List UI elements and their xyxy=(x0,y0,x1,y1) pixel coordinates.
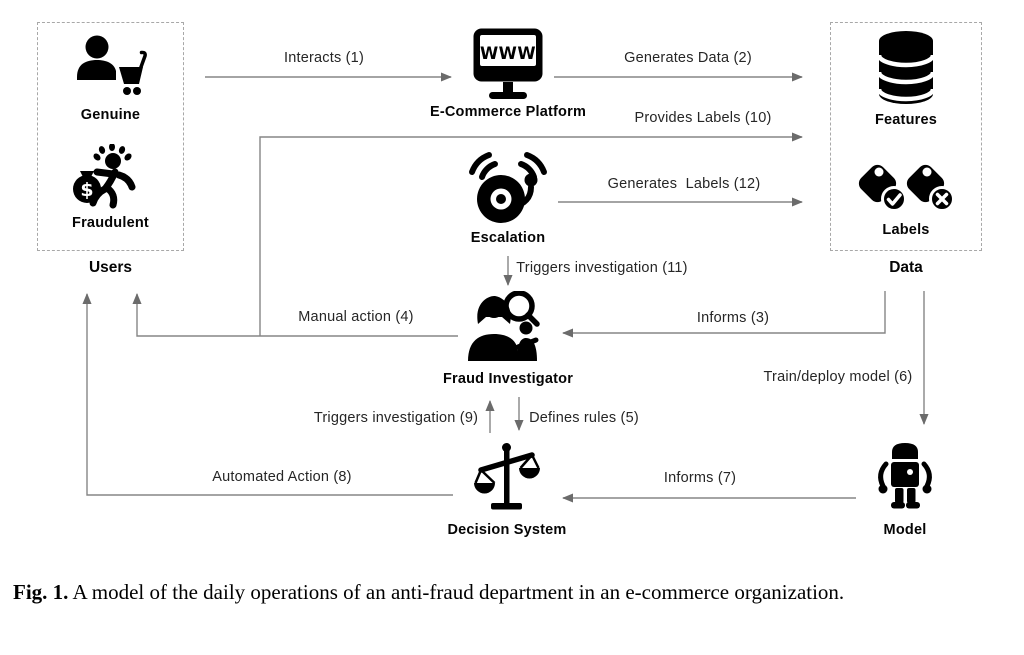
fraudulent-user-node: $ Fraudulent xyxy=(72,143,149,231)
genuine-label: Genuine xyxy=(80,107,141,123)
escalation-node: Escalation xyxy=(433,149,583,246)
arrow-layer xyxy=(82,72,929,503)
edge-label-generates-data: Generates Data (2) xyxy=(624,50,752,66)
model-node: Model xyxy=(831,441,979,538)
labels-node: Labels xyxy=(858,161,955,238)
users-box-label: Users xyxy=(88,259,133,276)
data-box: Features xyxy=(830,22,982,251)
edge-label-defines-rules: Defines rules (5) xyxy=(529,410,639,426)
edge-label-train-deploy: Train/deploy model (6) xyxy=(763,369,913,385)
edge-label-manual-action: Manual action (4) xyxy=(298,309,414,325)
person-with-cart-icon xyxy=(75,34,147,102)
decision-system-node: Decision System xyxy=(423,441,591,538)
edge-label-informs-7: Informs (7) xyxy=(663,470,737,486)
edge-label-triggers-investigation-9: Triggers investigation (9) xyxy=(313,410,479,426)
decision-system-label: Decision System xyxy=(447,522,567,538)
edge-label-informs-3: Informs (3) xyxy=(696,310,770,326)
features-node: Features xyxy=(874,30,938,128)
edge-manual-action-line xyxy=(132,293,458,337)
investigator-magnifier-icon xyxy=(466,290,550,363)
escalation-label: Escalation xyxy=(470,230,546,246)
figure-caption-text: A model of the daily operations of an an… xyxy=(72,580,845,604)
running-thief-with-money-bag-icon: $ xyxy=(72,143,148,210)
www-screen-text: WWW xyxy=(480,44,536,63)
edge-informs-3-line xyxy=(562,291,886,338)
alarm-bell-icon xyxy=(468,149,548,227)
ecommerce-platform-label: E-Commerce Platform xyxy=(429,104,587,120)
edge-provides-labels-line xyxy=(259,132,803,336)
fraud-investigator-label: Fraud Investigator xyxy=(442,371,574,387)
dollar-sign: $ xyxy=(81,179,94,201)
edge-label-automated-action: Automated Action (8) xyxy=(212,469,352,485)
genuine-user-node: Genuine xyxy=(75,34,147,123)
tags-check-x-icon xyxy=(858,161,955,215)
features-label: Features xyxy=(874,112,938,128)
data-box-label: Data xyxy=(889,259,923,276)
database-icon xyxy=(874,30,938,106)
fraud-investigator-node: Fraud Investigator xyxy=(426,290,590,387)
ecommerce-platform-node: WWW E-Commerce Platform xyxy=(429,28,587,120)
users-box: Genuine xyxy=(37,22,184,251)
figure-caption: Fig. 1. A model of the daily operations … xyxy=(13,577,1018,608)
figure-caption-tag: Fig. 1. xyxy=(13,580,69,604)
robot-icon xyxy=(871,441,939,513)
model-label: Model xyxy=(883,522,927,538)
edge-label-interacts: Interacts (1) xyxy=(284,50,364,66)
edge-label-generates-labels: Generates Labels (12) xyxy=(607,176,761,192)
fraudulent-label: Fraudulent xyxy=(72,215,149,231)
edge-automated-action-line xyxy=(82,293,453,496)
edge-label-triggers-investigation-11: Triggers investigation (11) xyxy=(516,260,688,276)
balance-scales-icon xyxy=(474,441,540,513)
monitor-www-icon: WWW xyxy=(473,28,543,100)
labels-label: Labels xyxy=(882,222,930,238)
edge-label-provides-labels: Provides Labels (10) xyxy=(634,110,772,126)
